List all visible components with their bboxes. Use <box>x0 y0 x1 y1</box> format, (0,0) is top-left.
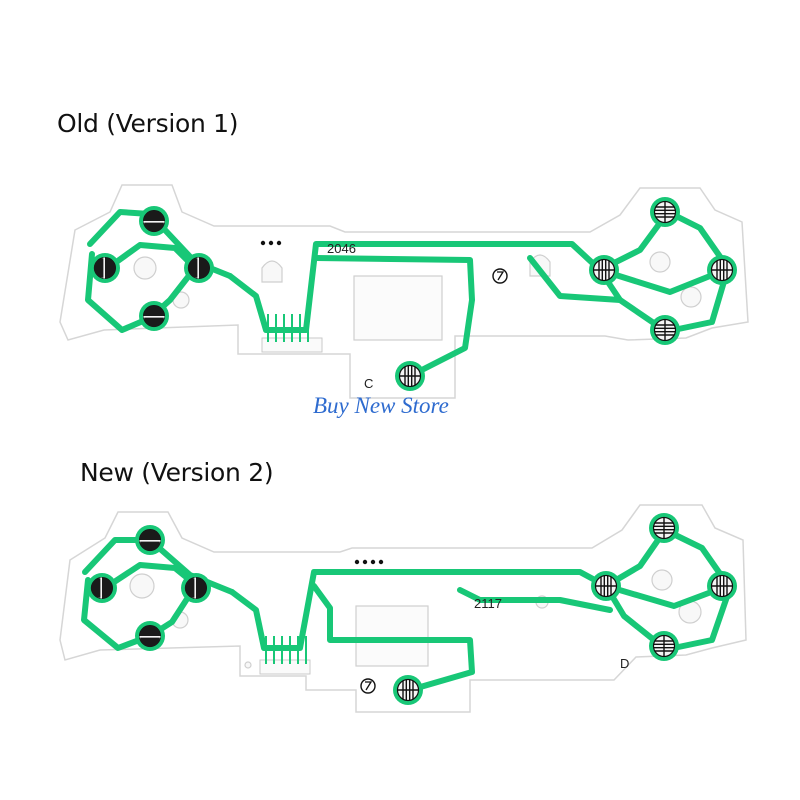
connector-leads <box>265 636 307 664</box>
connector-slot <box>259 659 311 675</box>
share-contact <box>392 674 424 706</box>
membrane-board-old: 2046 C <box>59 184 749 399</box>
cross-contact <box>648 630 680 662</box>
board-letter: C <box>364 376 373 391</box>
triangle-contact <box>648 512 680 544</box>
square-contact <box>588 254 620 286</box>
cross-contact <box>649 314 681 346</box>
indicator-dots <box>260 240 282 246</box>
recycle-mark-icon <box>360 678 376 694</box>
indicator-dots <box>354 559 384 565</box>
center-window <box>355 605 429 667</box>
dpad-down-contact <box>134 620 166 652</box>
square-contact <box>590 570 622 602</box>
center-window <box>353 275 443 341</box>
dpad-down-contact <box>138 300 170 332</box>
board-letter: D <box>620 656 629 671</box>
store-watermark: Buy New Store <box>313 393 449 418</box>
dpad-right-contact <box>180 572 212 604</box>
recycle-mark-glyph <box>497 271 505 281</box>
dpad-left-contact <box>86 572 118 604</box>
recycle-mark-glyph <box>365 681 373 691</box>
connector-leads <box>267 314 309 342</box>
board-code: 2046 <box>327 241 356 256</box>
membrane-board-new: 2117 D <box>59 504 747 713</box>
circle-contact <box>706 570 738 602</box>
caption-old-version: Old (Version 1) <box>57 109 239 138</box>
dpad-left-contact <box>89 252 121 284</box>
circle-contact <box>706 254 738 286</box>
dpad-up-contact <box>138 205 170 237</box>
recycle-mark-icon <box>492 268 508 284</box>
caption-new-version: New (Version 2) <box>80 458 274 487</box>
board-code: 2117 <box>474 596 502 611</box>
share-contact <box>394 360 426 392</box>
triangle-contact <box>649 196 681 228</box>
dpad-right-contact <box>183 252 215 284</box>
dpad-up-contact <box>134 524 166 556</box>
